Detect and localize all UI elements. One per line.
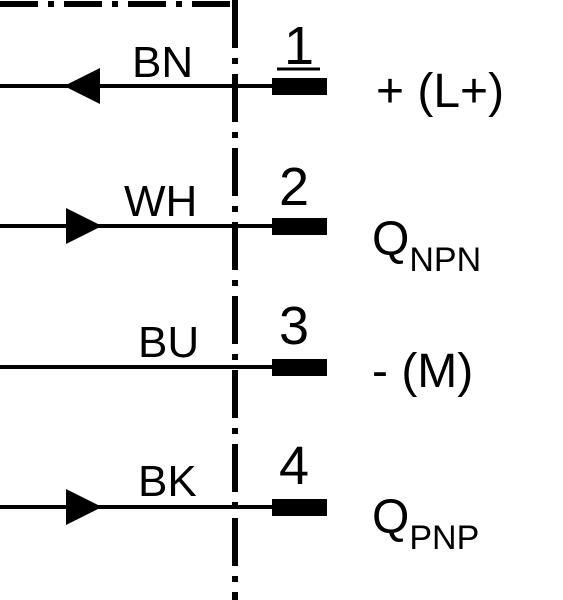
wire-3: BU 3 - (M) (0, 296, 473, 398)
signal-label: QNPN (372, 213, 481, 279)
wire-color-label: WH (124, 177, 197, 226)
pin-terminal (272, 218, 327, 235)
pin-number: 3 (279, 296, 309, 356)
signal-subscript: PNP (409, 519, 479, 557)
wire-4: BK 4 QPNP (0, 436, 479, 557)
pin-terminal (272, 359, 327, 376)
wire-color-label: BN (132, 38, 193, 87)
signal-subscript: NPN (409, 241, 481, 279)
pin-number: 1 (284, 16, 314, 76)
pin-number: 2 (279, 157, 309, 217)
arrow-out-icon (66, 208, 102, 244)
signal-label: - (M) (372, 345, 473, 398)
arrow-out-icon (66, 489, 102, 525)
wire-1: BN 1 + (L+) (0, 16, 504, 118)
signal-label: + (L+) (376, 65, 504, 118)
pin-terminal (272, 499, 327, 516)
pin-terminal (272, 78, 327, 95)
arrow-in-icon (64, 68, 100, 104)
signal-base: Q (372, 491, 409, 544)
pin-number: 4 (279, 436, 309, 496)
wire-color-label: BU (138, 318, 199, 367)
signal-label: QPNP (372, 491, 479, 557)
wire-color-label: BK (138, 457, 197, 506)
signal-base: Q (372, 213, 409, 266)
wire-2: WH 2 QNPN (0, 157, 481, 279)
